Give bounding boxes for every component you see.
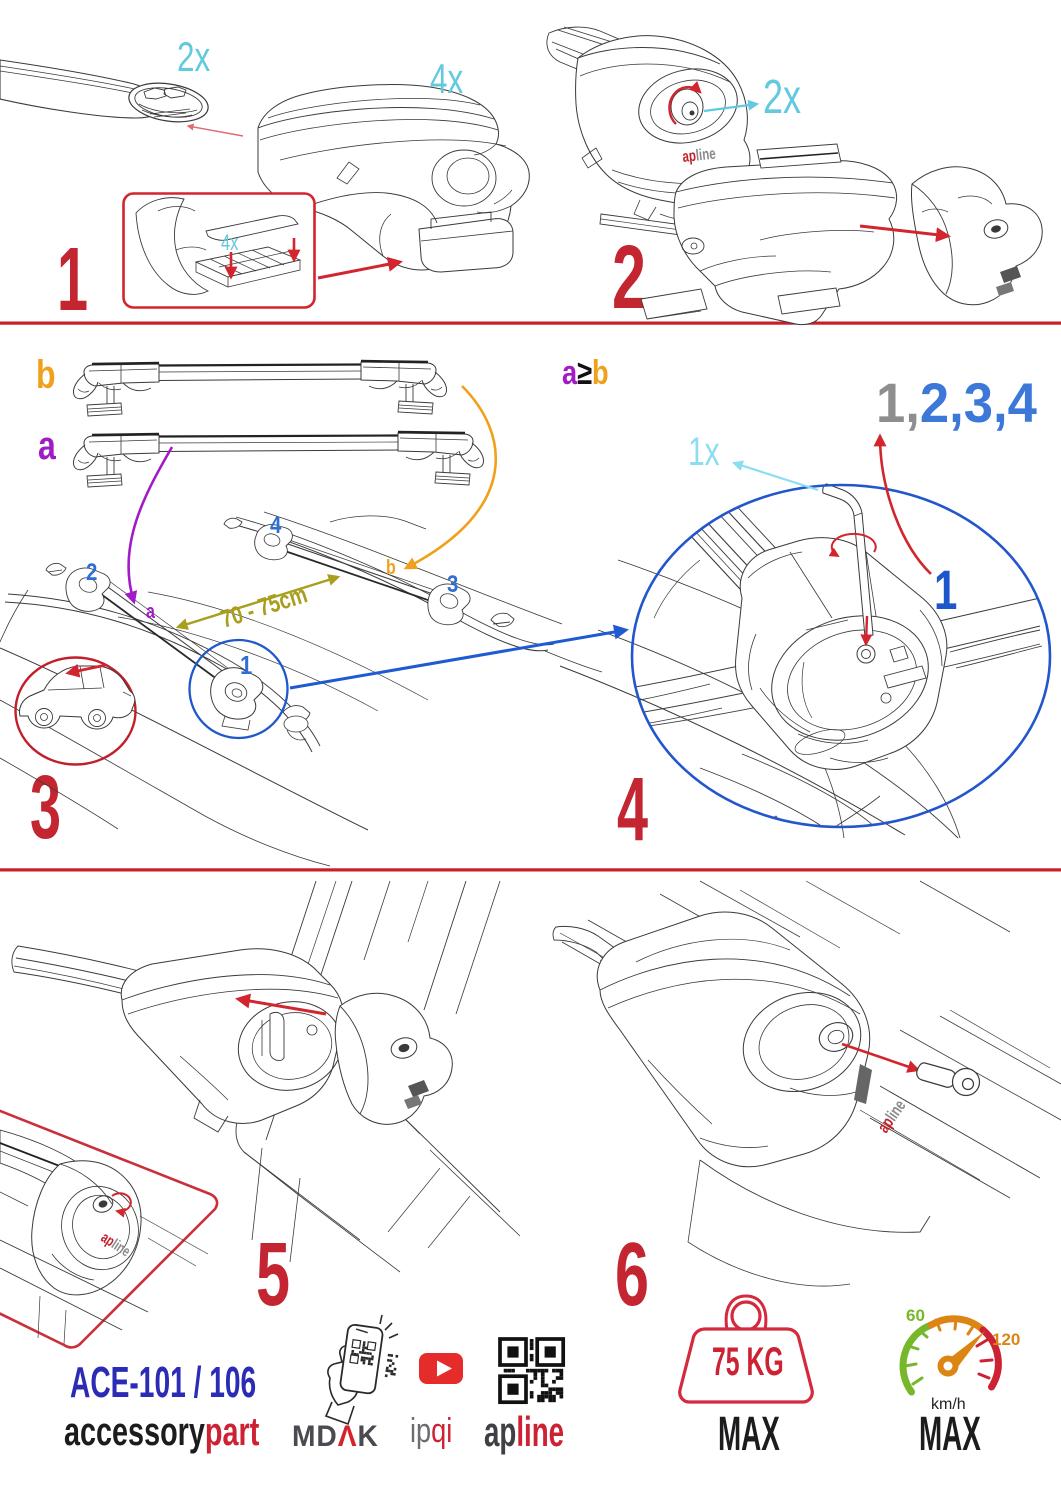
svg-text:accessorypart: accessorypart: [64, 1409, 260, 1454]
svg-text:apline: apline: [484, 1408, 564, 1455]
svg-text:4x: 4x: [430, 55, 464, 103]
svg-text:1: 1: [934, 559, 957, 621]
svg-text:60: 60: [906, 1306, 925, 1325]
svg-text:a: a: [146, 600, 156, 622]
svg-text:MAX: MAX: [919, 1407, 981, 1461]
svg-text:1,2,3,4: 1,2,3,4: [876, 372, 1037, 435]
svg-text:MDΛK: MDΛK: [292, 1420, 379, 1453]
svg-text:b: b: [386, 556, 396, 578]
svg-text:6: 6: [615, 1224, 649, 1325]
svg-text:3: 3: [30, 756, 61, 857]
svg-text:ACE-101 / 106: ACE-101 / 106: [70, 1358, 256, 1407]
svg-text:120: 120: [992, 1330, 1020, 1349]
svg-text:km/h: km/h: [931, 1396, 966, 1413]
svg-text:apline: apline: [681, 144, 716, 166]
svg-text:4: 4: [617, 758, 648, 859]
svg-text:1: 1: [57, 228, 88, 329]
svg-text:2x: 2x: [177, 33, 211, 81]
svg-text:a: a: [38, 423, 57, 468]
svg-text:b: b: [36, 352, 56, 397]
svg-text:5: 5: [256, 1224, 290, 1325]
svg-text:2: 2: [612, 227, 646, 328]
svg-text:1x: 1x: [688, 430, 720, 474]
svg-text:2: 2: [86, 558, 97, 585]
svg-text:MAX: MAX: [718, 1407, 780, 1461]
svg-text:1: 1: [240, 651, 252, 680]
svg-text:4: 4: [270, 511, 282, 538]
svg-text:2x: 2x: [763, 70, 801, 123]
svg-text:ipqi: ipqi: [410, 1411, 452, 1450]
svg-text:a≥b: a≥b: [562, 353, 609, 392]
svg-text:75 KG: 75 KG: [712, 1340, 784, 1384]
svg-text:4x: 4x: [221, 231, 239, 256]
svg-text:3: 3: [447, 570, 458, 597]
